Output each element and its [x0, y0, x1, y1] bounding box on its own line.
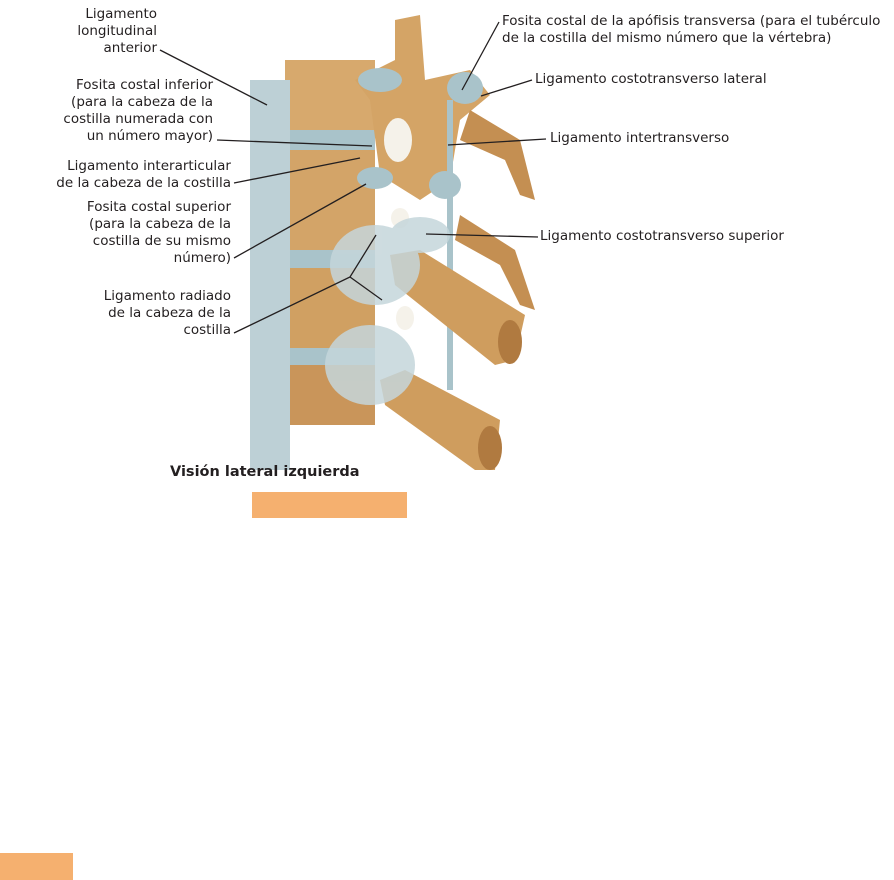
label-ligamento-costotransverso-superior: Ligamento costotransverso superior	[540, 228, 784, 244]
label-ligamento-costotransverso-lateral: Ligamento costotransverso lateral	[535, 71, 767, 87]
leader-lines	[159, 21, 547, 334]
label-ligamento-intertransverso: Ligamento intertransverso	[550, 130, 730, 146]
label-fosita-apofisis-transversa: Fosita costal de la apófisis transversa …	[502, 13, 881, 46]
label-ligamento-interarticular: Ligamento interarticular de la cabeza de…	[56, 158, 231, 191]
figure-caption: Visión lateral izquierda	[170, 464, 360, 480]
label-fosita-costal-inferior: Fosita costal inferior (para la cabeza d…	[63, 77, 213, 144]
label-fosita-costal-superior: Fosita costal superior (para la cabeza d…	[86, 199, 231, 266]
ribs	[380, 110, 535, 470]
highlight-bar-bottom	[0, 853, 73, 880]
highlight-bar	[252, 492, 407, 518]
label-ligamento-radiado: Ligamento radiado de la cabeza de la cos…	[103, 288, 231, 338]
anterior-longitudinal-ligament	[250, 80, 290, 470]
radiate-ligaments	[325, 217, 450, 405]
label-ligamento-longitudinal-anterior: Ligamento longitudinal anterior	[77, 6, 157, 56]
